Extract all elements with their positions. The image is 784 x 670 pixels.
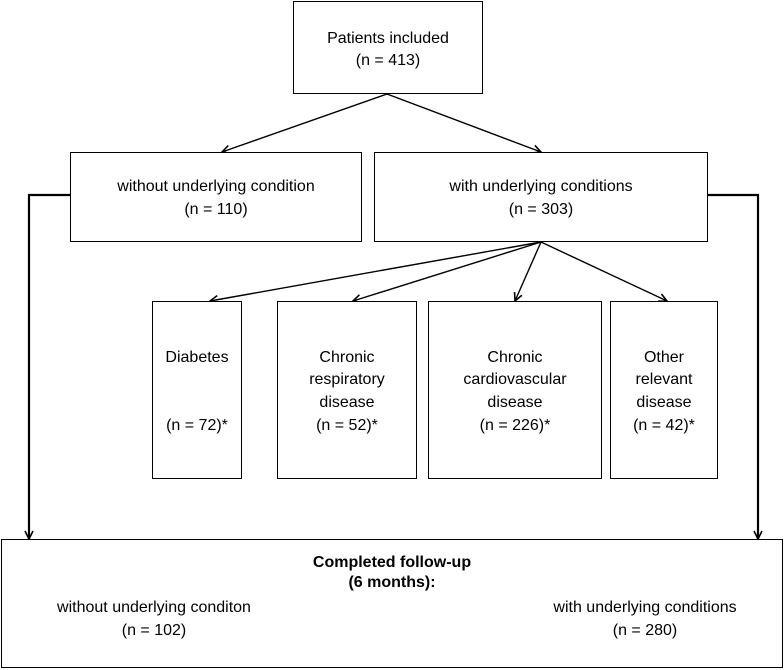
arrow-top-to-right bbox=[386, 93, 541, 152]
respiratory-label-line3: disease bbox=[319, 394, 375, 411]
arrow-to-cardiovascular bbox=[515, 241, 542, 301]
arrow-right-to-followup bbox=[708, 193, 758, 539]
arrow-to-respiratory bbox=[353, 241, 542, 301]
with-conditions-count: (n = 303) bbox=[508, 201, 574, 218]
respiratory-count: (n = 52)* bbox=[316, 417, 378, 434]
other-disease-box: Other relevant disease (n = 42)* bbox=[610, 301, 718, 479]
cardiovascular-box: Chronic cardiovascular disease (n = 226)… bbox=[428, 301, 602, 479]
cardiovascular-label-line3: disease bbox=[487, 394, 543, 411]
with-conditions-box: with underlying conditions (n = 303) bbox=[374, 152, 708, 242]
followup-with-label: with underlying conditions bbox=[553, 599, 737, 616]
arrow-top-to-left bbox=[222, 93, 388, 152]
respiratory-label-line1: Chronic bbox=[319, 349, 375, 366]
other-label-line2: relevant bbox=[635, 371, 693, 388]
arrow-to-other bbox=[540, 241, 667, 301]
followup-box: Completed follow-up (6 months): without … bbox=[1, 539, 783, 668]
cardiovascular-label-line2: cardiovascular bbox=[463, 371, 567, 388]
arrow-left-to-followup bbox=[29, 193, 70, 539]
diabetes-box: Diabetes (n = 72)* bbox=[152, 301, 242, 479]
without-condition-box: without underlying condition (n = 110) bbox=[70, 152, 362, 242]
with-conditions-label: with underlying conditions bbox=[449, 178, 633, 195]
respiratory-label-line2: respiratory bbox=[309, 371, 385, 388]
followup-without-count: (n = 102) bbox=[121, 622, 187, 639]
followup-with-count: (n = 280) bbox=[612, 622, 678, 639]
without-condition-count: (n = 110) bbox=[184, 201, 248, 218]
diabetes-count: (n = 72)* bbox=[166, 417, 228, 434]
followup-period: (6 months): bbox=[348, 574, 436, 591]
other-count: (n = 42)* bbox=[633, 417, 695, 434]
other-label-line3: disease bbox=[636, 394, 692, 411]
without-condition-label: without underlying condition bbox=[117, 178, 315, 195]
followup-without-label: without underlying conditon bbox=[57, 599, 251, 616]
cardiovascular-label-line1: Chronic bbox=[487, 349, 543, 366]
respiratory-box: Chronic respiratory disease (n = 52)* bbox=[277, 301, 417, 479]
other-label-line1: Other bbox=[643, 349, 684, 366]
followup-title: Completed follow-up bbox=[312, 554, 472, 571]
diabetes-label: Diabetes bbox=[165, 349, 229, 366]
patients-included-count: (n = 413) bbox=[355, 52, 421, 69]
patients-included-label: Patients included bbox=[327, 30, 449, 47]
cardiovascular-count: (n = 226)* bbox=[479, 417, 551, 434]
arrow-to-diabetes bbox=[210, 241, 542, 301]
patients-included-box: Patients included (n = 413) bbox=[293, 1, 483, 94]
